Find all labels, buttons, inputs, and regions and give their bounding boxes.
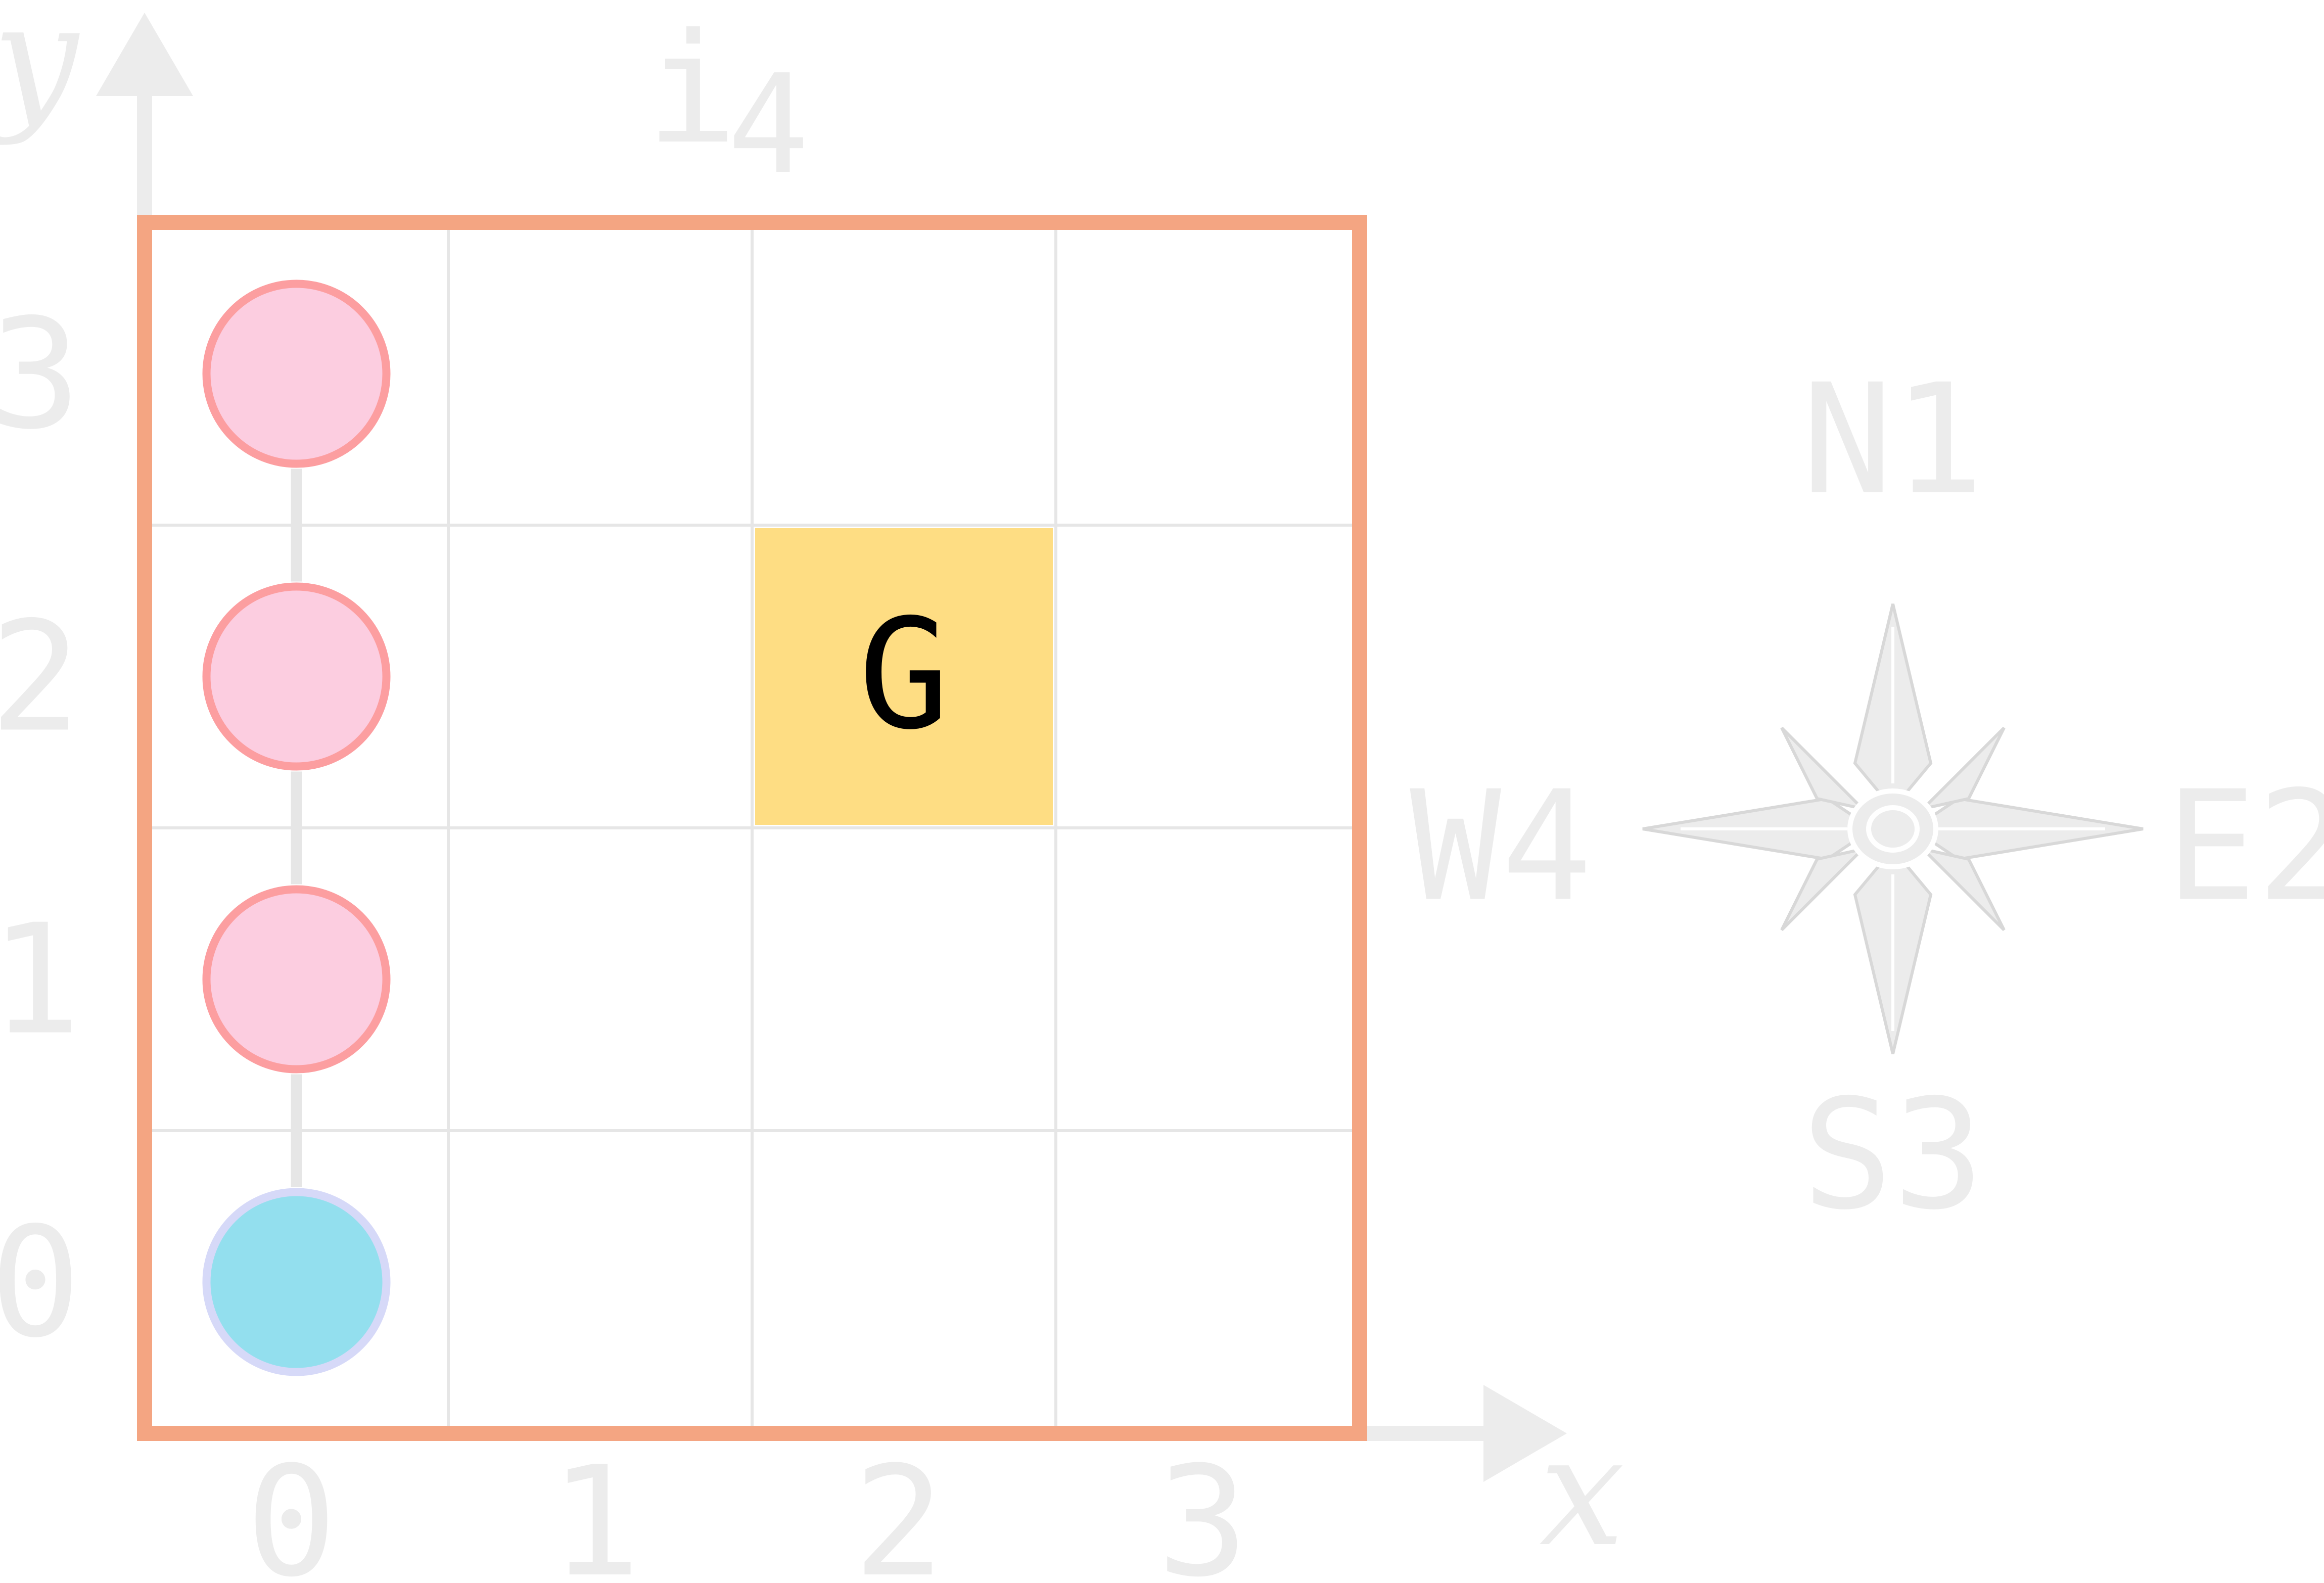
y-tick-label: 2 (0, 589, 81, 766)
y-tick-label: 3 (0, 287, 81, 463)
goal-cell (755, 528, 1053, 825)
snake-body-segment (202, 885, 391, 1074)
snake-body-segment (202, 280, 391, 468)
y-axis-label: y (0, 0, 80, 147)
y-tick-labels: 0 1 2 3 (0, 287, 81, 1371)
y-axis (96, 13, 193, 222)
figure-title: i4 (646, 1, 809, 204)
compass-south-label: S3 (1801, 1067, 1984, 1243)
compass-north-label: N1 (1801, 352, 1984, 528)
board: G (137, 215, 1367, 1441)
compass-rose: N1 S3 W4 E2 (1410, 352, 2324, 1243)
x-tick-label: 2 (853, 1434, 945, 1583)
grid-lines (145, 222, 1360, 1433)
compass-west-label: W4 (1410, 759, 1592, 935)
compass-east-label: E2 (2165, 759, 2324, 935)
y-tick-label: 0 (0, 1195, 81, 1371)
compass-star-icon (1642, 603, 2144, 1054)
board-border (137, 215, 1367, 1441)
x-tick-labels: 0 1 2 3 (246, 1434, 1248, 1583)
snake-head (202, 1188, 391, 1376)
snake-body-segment (202, 582, 391, 771)
x-axis-label: x (1539, 1404, 1624, 1580)
x-tick-label: 3 (1157, 1434, 1248, 1583)
y-tick-label: 1 (0, 892, 81, 1068)
snake (202, 280, 391, 1376)
x-axis (1360, 1385, 1567, 1482)
x-tick-label: 0 (246, 1434, 337, 1583)
x-tick-label: 1 (549, 1434, 641, 1583)
goal-label: G (858, 587, 950, 763)
